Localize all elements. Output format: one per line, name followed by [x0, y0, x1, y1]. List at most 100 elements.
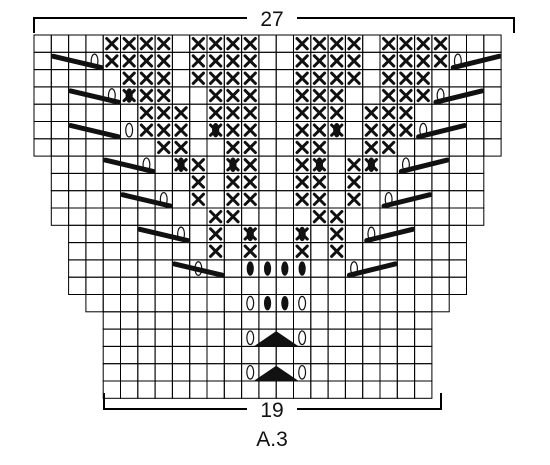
chart-cell	[33, 121, 52, 140]
chart-cell	[171, 345, 191, 365]
chart-cell	[154, 363, 173, 382]
cross-symbol	[157, 37, 171, 51]
chart-cell	[206, 328, 225, 347]
cross-symbol	[105, 54, 119, 68]
chart-cell	[223, 259, 243, 278]
chart-cell	[396, 345, 416, 365]
cross-symbol	[295, 123, 309, 137]
chart-cell	[120, 380, 139, 399]
chart-cell	[431, 103, 450, 122]
chart-cell	[310, 380, 329, 399]
chart-cell	[68, 155, 87, 174]
cross-symbol	[330, 210, 344, 224]
diagram-title: A.3	[256, 428, 288, 451]
chart-cell	[483, 69, 502, 88]
chart-cell	[241, 345, 260, 365]
cross-symbol	[122, 37, 136, 51]
chart-cell	[223, 242, 243, 261]
chart-cell	[258, 86, 277, 105]
chart-cell	[171, 276, 191, 296]
chart-cell	[448, 224, 468, 244]
chart-cell	[396, 363, 416, 382]
chart-cell	[223, 224, 243, 244]
chart-cell	[396, 259, 416, 278]
cross-symbol	[139, 54, 154, 68]
chart-cell	[120, 207, 139, 226]
chart-cell	[344, 138, 364, 157]
bobble-symbol	[298, 226, 306, 242]
bobble-symbol	[246, 226, 254, 242]
cross-symbol	[295, 192, 309, 206]
cross-symbol	[295, 71, 309, 85]
chart-cell	[344, 276, 364, 296]
cross-symbol	[364, 140, 378, 155]
cross-symbol	[399, 54, 413, 68]
chart-cell	[85, 190, 104, 209]
chart-cell	[396, 242, 416, 261]
chart-cell	[154, 294, 173, 313]
chart-cell	[206, 138, 225, 157]
chart-cell	[275, 276, 295, 296]
chart-cell	[189, 242, 208, 261]
chart-cell	[137, 380, 156, 399]
cross-symbol	[330, 37, 344, 51]
chart-cell	[396, 207, 416, 226]
chart-cell	[171, 363, 191, 382]
chart-cell	[68, 259, 87, 278]
chart-cell	[102, 294, 121, 313]
cross-symbol	[330, 88, 344, 103]
top-stitch-count: 27	[260, 8, 283, 31]
chart-cell	[396, 276, 416, 296]
bottom-width-bracket: 19	[103, 393, 442, 422]
chart-cell	[171, 328, 191, 347]
yarn-over-symbol	[298, 295, 307, 311]
chart-cell	[379, 328, 398, 347]
cross-symbol	[382, 123, 396, 137]
chart-cell	[137, 207, 156, 226]
chart-cell	[85, 207, 104, 226]
yarn-over-symbol	[298, 364, 307, 380]
bobble-symbol	[125, 88, 133, 103]
cross-symbol	[347, 71, 361, 85]
chart-cell	[414, 345, 433, 365]
left-decrease-bar	[120, 192, 173, 209]
cross-symbol	[157, 106, 171, 120]
chart-cell	[189, 86, 208, 105]
chart-cell	[414, 103, 433, 122]
cross-symbol	[226, 175, 240, 189]
cross-symbol	[347, 192, 361, 206]
chart-cell	[258, 242, 277, 261]
chart-cell	[414, 380, 433, 399]
cross-symbol	[243, 192, 257, 206]
chart-cell	[85, 294, 104, 313]
chart-cell	[50, 190, 70, 209]
chart-cell	[448, 34, 468, 53]
chart-cell	[362, 363, 381, 382]
chart-cell	[414, 276, 433, 296]
cross-symbol	[209, 106, 223, 120]
chart-cell	[362, 207, 381, 226]
chart-cell	[362, 86, 381, 105]
chart-cell	[258, 190, 277, 209]
chart-cell	[310, 276, 329, 296]
chart-cell	[379, 345, 398, 365]
cross-symbol	[191, 158, 205, 172]
cross-symbol	[174, 123, 188, 137]
chart-cell	[189, 224, 208, 244]
chart-cell	[120, 294, 139, 313]
chart-cell	[362, 172, 381, 192]
cross-symbol	[399, 123, 413, 137]
chart-cell	[379, 155, 398, 174]
double-decrease-symbol	[253, 365, 299, 381]
yarn-over-symbol	[246, 330, 255, 346]
cross-symbol	[174, 140, 188, 155]
chart-cell	[414, 363, 433, 382]
cross-symbol	[226, 88, 240, 103]
chart-cell	[344, 328, 364, 347]
left-decrease-bar	[68, 88, 121, 105]
chart-cell	[50, 34, 70, 53]
chart-cell	[379, 311, 398, 330]
chart-cell	[85, 69, 104, 88]
top-width-bracket: 27	[33, 8, 515, 33]
cross-symbol	[399, 106, 413, 120]
